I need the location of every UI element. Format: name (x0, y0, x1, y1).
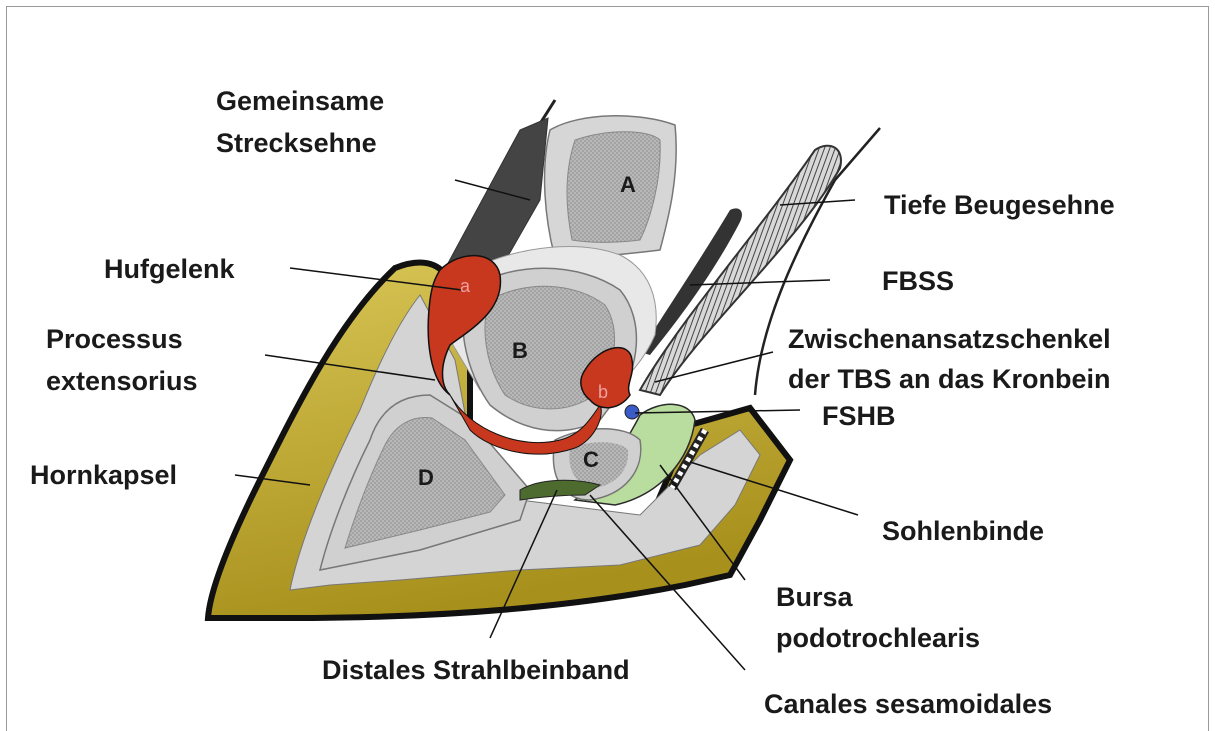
joint-label-b: b (598, 382, 608, 402)
label-gemeinsame-1: Gemeinsame (216, 86, 384, 116)
bone-a-inner (567, 132, 660, 243)
label-bursa-1: Bursa (776, 582, 854, 612)
label-hufgelenk: Hufgelenk (104, 254, 236, 284)
bone-label-c: C (583, 447, 599, 472)
joint-label-a: a (460, 276, 471, 296)
label-canales: Canales sesamoidales (764, 689, 1052, 719)
leader-fbss (690, 280, 830, 285)
label-processus-2: extensorius (46, 366, 198, 396)
label-zwischen-1: Zwischenansatzschenkel (788, 324, 1111, 354)
label-tiefe: Tiefe Beugesehne (884, 190, 1115, 220)
label-bursa-2: podotrochlearis (776, 623, 980, 653)
label-zwischen-2: der TBS an das Kronbein (788, 364, 1111, 394)
label-distales: Distales Strahlbeinband (322, 655, 630, 685)
fshb-marker (625, 405, 639, 419)
label-hornkapsel: Hornkapsel (30, 460, 177, 490)
label-fbss: FBSS (882, 266, 954, 296)
label-sohlenbinde: Sohlenbinde (882, 516, 1044, 546)
bone-label-b: B (512, 338, 528, 363)
label-processus-1: Processus (46, 324, 183, 354)
bone-label-a: A (620, 172, 636, 197)
label-fshb: FSHB (822, 401, 896, 431)
label-gemeinsame-2: Strecksehne (216, 128, 377, 158)
bone-label-d: D (418, 465, 434, 490)
